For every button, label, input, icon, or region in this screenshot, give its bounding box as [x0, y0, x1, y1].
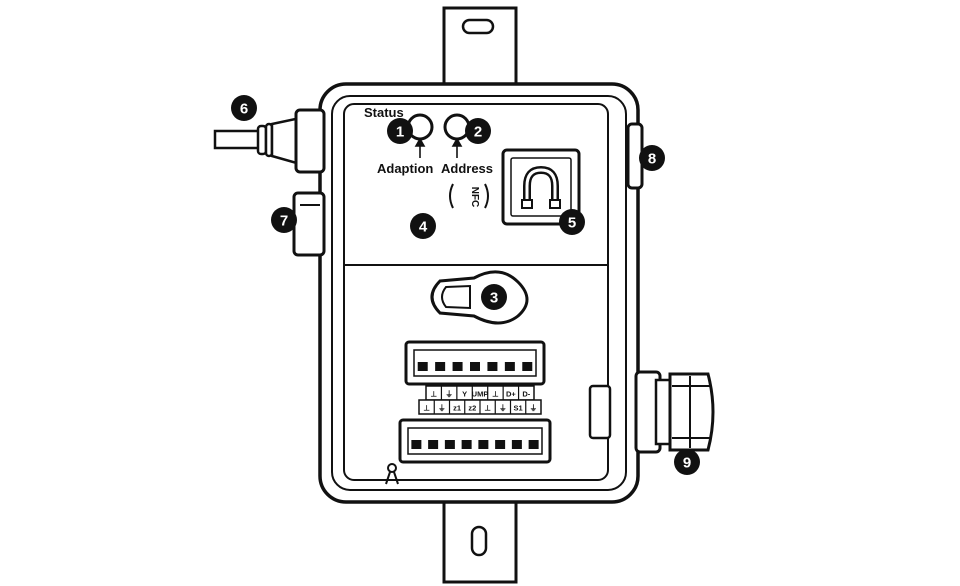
- inner-hook: [385, 463, 399, 485]
- callout-circle: [674, 449, 700, 475]
- callout-number: 3: [490, 290, 498, 307]
- terminal-pin-lower: [444, 440, 455, 449]
- adaption-label: Adaption: [377, 161, 433, 176]
- terminal-label-upper: D-: [522, 390, 530, 399]
- terminal-pin-lower: [461, 440, 472, 449]
- terminal-pin-lower: [495, 440, 506, 449]
- callout-circle: [481, 284, 507, 310]
- top-mounting-tab: [442, 6, 518, 92]
- magnet-icon: [521, 165, 561, 209]
- callout-circle: [271, 207, 297, 233]
- terminal-pin-upper: [487, 362, 498, 371]
- callout-number: 2: [474, 124, 482, 141]
- rotary-switch: [430, 270, 529, 325]
- terminal-label-upper: ⊥: [492, 390, 499, 399]
- callout-circle: [559, 209, 585, 235]
- terminal-pin-lower: [428, 440, 439, 449]
- side-connector: [292, 191, 326, 257]
- callout-7: 7: [271, 207, 297, 233]
- terminal-label-lower: ⊥: [484, 404, 491, 413]
- terminal-pin-upper: [417, 362, 428, 371]
- callout-number: 1: [396, 124, 404, 141]
- bottom-mounting-tab: [442, 496, 518, 584]
- nfc-label: NFC: [469, 187, 480, 208]
- terminal-label-lower: S1: [514, 404, 523, 413]
- terminal-pin-lower: [411, 440, 422, 449]
- callout-4: 4: [410, 213, 436, 239]
- terminal-pin-upper: [452, 362, 463, 371]
- cable-connector: [213, 108, 326, 174]
- callout-5: 5: [559, 209, 585, 235]
- callout-number: 6: [240, 101, 248, 118]
- callout-number: 8: [648, 151, 656, 168]
- led-address: [443, 113, 471, 141]
- callout-2: 2: [465, 118, 491, 144]
- callout-3: 3: [481, 284, 507, 310]
- callout-circle: [231, 95, 257, 121]
- status-label: Status: [364, 105, 404, 120]
- callout-circle: [639, 145, 665, 171]
- terminal-label-lower: ⏚: [530, 404, 538, 413]
- terminal-label-lower: ⏚: [499, 404, 507, 413]
- callout-circle: [465, 118, 491, 144]
- callout-1: 1: [387, 118, 413, 144]
- terminal-label-upper: ⏚: [445, 390, 453, 399]
- terminal-pin-upper: [435, 362, 446, 371]
- terminal-pin-upper: [522, 362, 533, 371]
- callout-8: 8: [639, 145, 665, 171]
- terminal-label-lower: ⏚: [438, 404, 446, 413]
- terminal-label-upper: ⊥: [430, 390, 437, 399]
- callout-number: 9: [683, 455, 691, 472]
- cover-latch: [588, 384, 612, 440]
- led-arrows: [414, 137, 463, 158]
- callout-number: 7: [280, 213, 288, 230]
- callout-number: 4: [419, 219, 428, 236]
- callout-6: 6: [231, 95, 257, 121]
- terminal-label-lower: ⊥: [423, 404, 430, 413]
- terminal-label-lower: z1: [453, 404, 461, 413]
- terminal-block-upper: [404, 340, 546, 386]
- terminal-pin-lower: [478, 440, 489, 449]
- terminal-block-lower: [398, 418, 552, 464]
- terminal-label-upper: D+: [506, 390, 516, 399]
- callout-number: 5: [568, 215, 576, 232]
- terminal-label-lower: z2: [468, 404, 476, 413]
- terminal-label-upper: Y: [462, 390, 467, 399]
- terminal-pin-lower: [528, 440, 539, 449]
- terminal-pin-upper: [470, 362, 480, 371]
- magnet-switch: [501, 148, 581, 226]
- cable-gland: [634, 370, 715, 454]
- callout-circle: [387, 118, 413, 144]
- terminal-pin-lower: [511, 440, 522, 449]
- terminal-label-upper: UMP: [472, 390, 489, 399]
- callout-circle: [410, 213, 436, 239]
- callout-badges: 1 2 3 4 5 6 7 8 9: [231, 95, 700, 475]
- terminal-pin-upper: [504, 362, 515, 371]
- address-label: Address: [441, 161, 493, 176]
- nfc-icon: NFC: [449, 183, 489, 209]
- callout-9: 9: [674, 449, 700, 475]
